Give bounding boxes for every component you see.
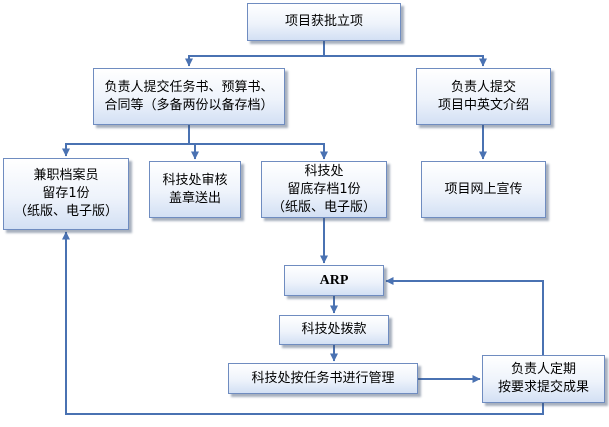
connector-results-to-archivist: [62, 231, 544, 415]
node-label: ARP: [319, 272, 349, 288]
connector-submit-to-archivist: [62, 125, 190, 157]
connector-submit-to-sci-archive: [195, 143, 328, 160]
node-project-approval: 项目获批立项: [247, 3, 401, 41]
connector-results-to-arp: [385, 277, 544, 355]
node-submit-results: 负责人定期 按要求提交成果: [482, 355, 605, 403]
node-label: 科技处审核 盖章送出: [162, 172, 228, 206]
node-label: 科技处拨款: [301, 322, 367, 337]
node-archivist-copy: 兼职档案员 留存1份 （纸版、电子版）: [3, 158, 129, 230]
node-submit-documents: 负责人提交任务书、预算书、 合同等（多备两份以备存档）: [93, 68, 285, 125]
node-label: 负责人提交 项目中英文介绍: [437, 79, 529, 113]
node-management: 科技处按任务书进行管理: [228, 363, 418, 394]
node-label: 项目网上宣传: [444, 181, 523, 197]
node-label: 项目获批立项: [284, 14, 363, 29]
connector-project-to-intro: [324, 55, 487, 67]
node-funding: 科技处拨款: [279, 315, 389, 345]
node-online-publicity: 项目网上宣传: [421, 161, 546, 218]
node-sci-dept-archive: 科技处 留底存档1份 （纸版、电子版）: [261, 161, 387, 218]
connector-project-to-branches: [185, 41, 325, 67]
node-label: 科技处按任务书进行管理: [251, 370, 395, 386]
node-label: 兼职档案员 留存1份 （纸版、电子版）: [13, 168, 118, 219]
node-audit-seal: 科技处审核 盖章送出: [149, 161, 241, 218]
node-label: 科技处 留底存档1份 （纸版、电子版）: [271, 163, 376, 215]
node-label: 负责人定期 按要求提交成果: [497, 362, 589, 395]
node-label: 负责人提交任务书、预算书、 合同等（多备两份以备存档）: [104, 79, 274, 113]
connector-submit-to-audit: [189, 143, 199, 160]
node-submit-introduction: 负责人提交 项目中英文介绍: [416, 68, 551, 125]
node-arp: ARP: [284, 265, 384, 296]
